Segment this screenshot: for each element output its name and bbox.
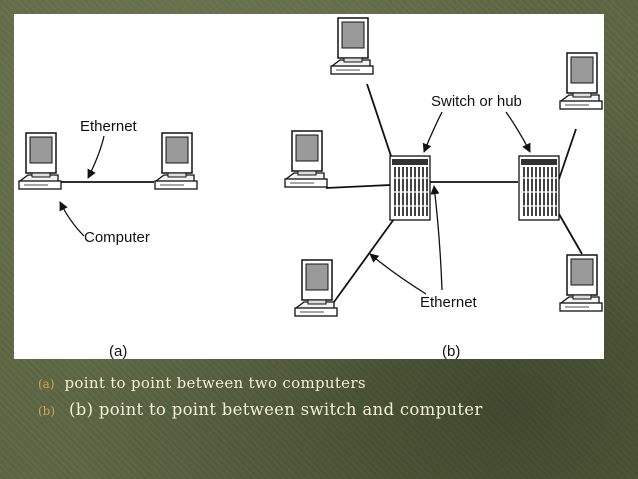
ethernet-cables-b (325, 83, 583, 303)
arrow-computer-a (59, 201, 85, 237)
switch-icon-right (518, 155, 560, 221)
panel-label-b: (b) (442, 343, 460, 359)
label-ethernet-b: Ethernet (420, 294, 478, 311)
caption-list: (a) point to point between two computers… (38, 374, 618, 426)
computer-icon-b-top (330, 17, 374, 75)
arrow-ethernet-b-right (430, 185, 443, 291)
computer-icon-b-right-bottom (559, 254, 603, 312)
computer-icon-b-left (284, 130, 328, 188)
label-ethernet-a: Ethernet (80, 118, 138, 135)
caption-text-b: (b) point to point between switch and co… (69, 400, 483, 419)
network-diagram: Ethernet Computer (a) Switch or hub Ethe… (14, 14, 604, 359)
caption-item-b: (b) (b) point to point between switch an… (38, 400, 618, 426)
panel-label-a: (a) (109, 343, 127, 359)
caption-text-a: point to point between two computers (64, 374, 366, 392)
diagram-svg: Ethernet Computer (a) Switch or hub Ethe… (18, 17, 603, 359)
arrow-switch-left (422, 111, 443, 153)
label-switch-or-hub: Switch or hub (431, 93, 522, 110)
computer-icon-b-bottom (294, 259, 338, 317)
caption-marker-b: (b) (38, 404, 56, 418)
arrow-ethernet-a (87, 135, 105, 179)
label-computer-a: Computer (84, 229, 150, 246)
arrow-ethernet-b-left (369, 253, 427, 295)
arrow-switch-right (505, 111, 531, 153)
computer-icon-b-right-top (559, 52, 603, 110)
caption-marker-a: (a) (38, 377, 55, 391)
computer-icon-a-left (18, 132, 62, 190)
computer-icon-a-right (154, 132, 198, 190)
switch-icon-left (389, 155, 431, 221)
caption-item-a: (a) point to point between two computers (38, 374, 618, 400)
